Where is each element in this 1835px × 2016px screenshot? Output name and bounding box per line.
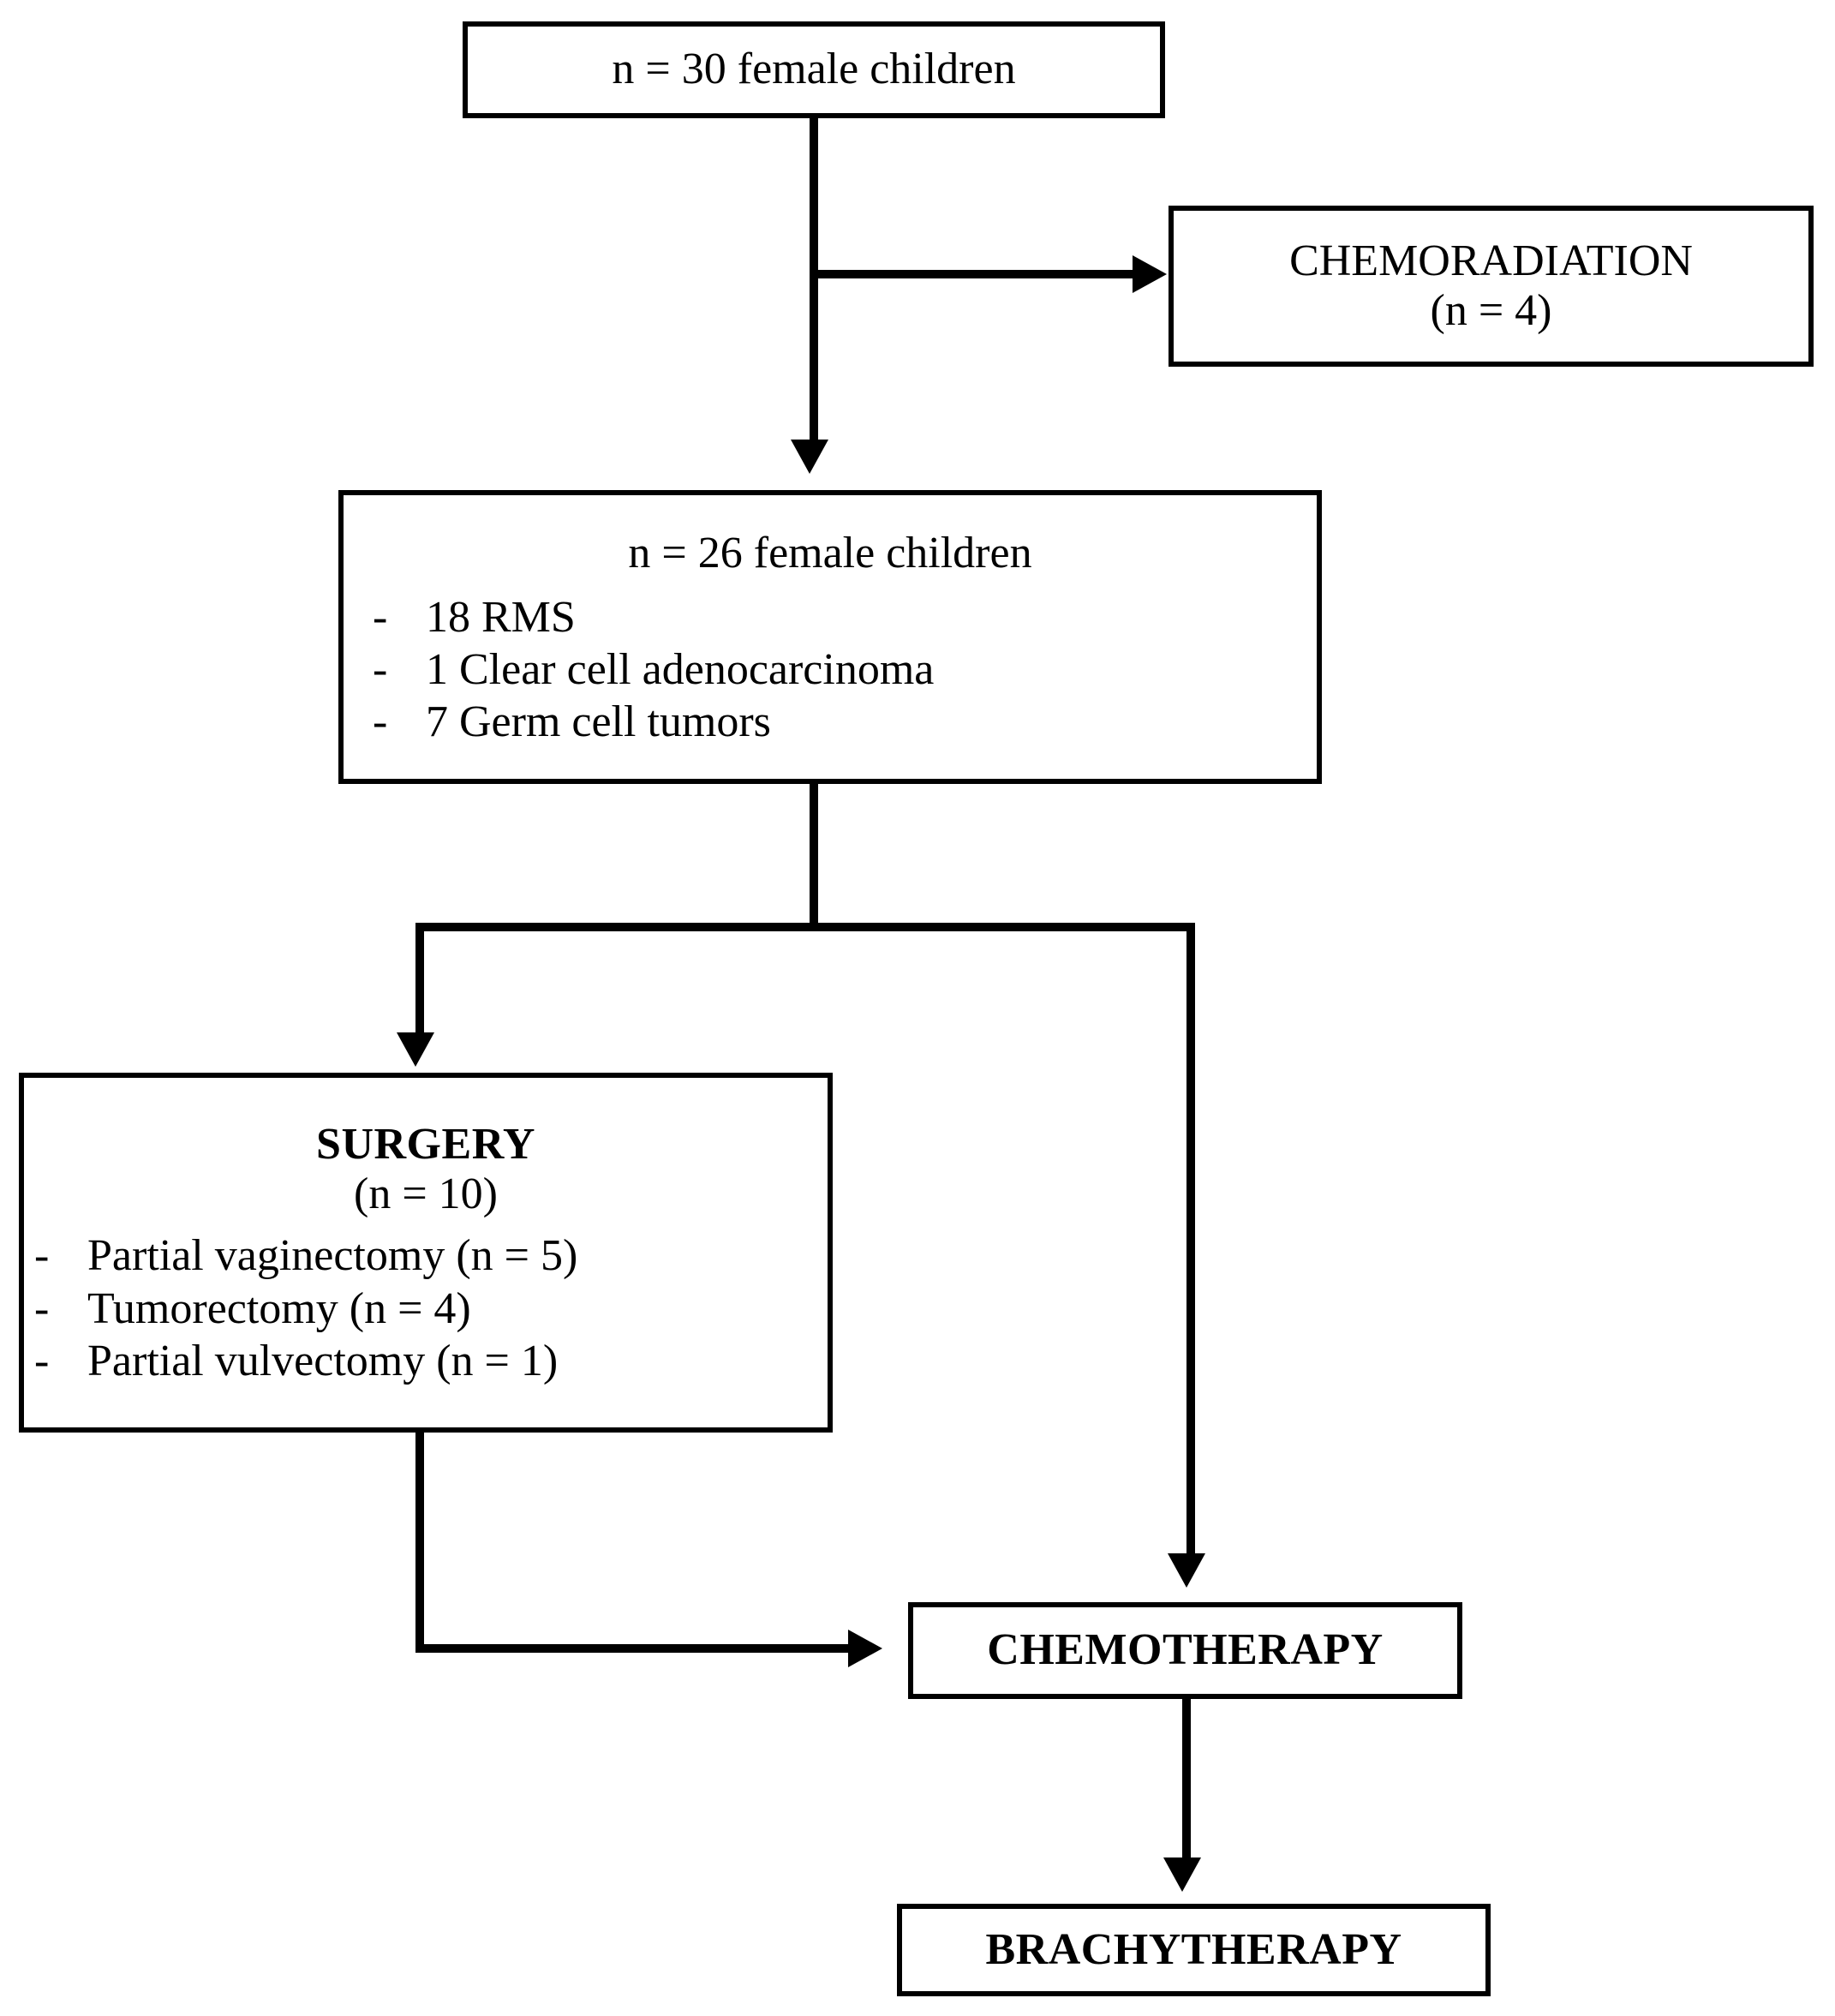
node-cohort-initial: n = 30 female children	[463, 21, 1165, 118]
node-surgery-count: (n = 10)	[354, 1169, 498, 1218]
node-chemoradiation-count: (n = 4)	[1430, 286, 1552, 335]
node-surgery-title: SURGERY	[316, 1119, 535, 1169]
list-item: - 7 Germ cell tumors	[373, 696, 1317, 748]
node-cohort-treated-list: - 18 RMS - 1 Clear cell adenocarcinoma -…	[344, 591, 1317, 749]
node-chemoradiation-title: CHEMORADIATION	[1289, 236, 1693, 285]
edge-cohort-treated-to-surgery-line	[415, 923, 424, 1036]
list-item-label: Partial vaginectomy (n = 5)	[87, 1231, 578, 1281]
list-item: - 1 Clear cell adenocarcinoma	[373, 643, 1317, 696]
edge-cohort-initial-to-chemoradiation-line	[814, 270, 1134, 278]
list-item-label: Partial vulvectomy (n = 1)	[87, 1336, 559, 1385]
bullet-marker-icon: -	[34, 1336, 50, 1385]
edge-cohort-treated-split-bar	[415, 923, 1195, 931]
edge-cohort-initial-to-cohort-treated-line	[810, 118, 818, 444]
list-item-label: 18 RMS	[426, 592, 576, 642]
node-surgery: SURGERY (n = 10) - Partial vaginectomy (…	[19, 1073, 833, 1433]
edge-chemotherapy-to-brachytherapy-arrowhead-icon	[1163, 1857, 1201, 1892]
node-chemoradiation: CHEMORADIATION (n = 4)	[1169, 206, 1814, 367]
list-item: - 18 RMS	[373, 591, 1317, 643]
node-chemotherapy: CHEMOTHERAPY	[908, 1602, 1462, 1699]
edge-cohort-treated-split-stem	[810, 784, 818, 928]
node-chemotherapy-title: CHEMOTHERAPY	[987, 1625, 1384, 1675]
node-cohort-initial-title: n = 30 female children	[612, 45, 1016, 94]
list-item: - Partial vaginectomy (n = 5)	[34, 1229, 828, 1282]
bullet-marker-icon: -	[373, 697, 388, 747]
list-item-label: Tumorectomy (n = 4)	[87, 1283, 471, 1333]
edge-surgery-to-chemotherapy-hline	[415, 1644, 852, 1653]
list-item-label: 7 Germ cell tumors	[426, 697, 771, 747]
edge-cohort-treated-to-chemotherapy-arrowhead-icon	[1168, 1553, 1205, 1588]
edge-cohort-initial-to-chemoradiation-arrowhead-icon	[1133, 255, 1167, 293]
bullet-marker-icon: -	[373, 644, 388, 694]
edge-chemotherapy-to-brachytherapy-line	[1182, 1699, 1191, 1862]
node-cohort-treated-title: n = 26 female children	[628, 529, 1032, 578]
node-brachytherapy: BRACHYTHERAPY	[897, 1904, 1491, 1996]
bullet-marker-icon: -	[34, 1231, 50, 1281]
bullet-marker-icon: -	[373, 592, 388, 642]
list-item: - Tumorectomy (n = 4)	[34, 1283, 828, 1335]
edge-cohort-treated-to-surgery-arrowhead-icon	[397, 1032, 434, 1067]
node-surgery-list: - Partial vaginectomy (n = 5) - Tumorect…	[24, 1229, 828, 1387]
bullet-marker-icon: -	[34, 1283, 50, 1333]
edge-surgery-to-chemotherapy-arrowhead-icon	[848, 1630, 882, 1667]
edge-surgery-to-chemotherapy-vline	[415, 1433, 424, 1648]
list-item: - Partial vulvectomy (n = 1)	[34, 1335, 828, 1387]
edge-cohort-initial-to-cohort-treated-arrowhead-icon	[791, 440, 828, 474]
node-cohort-treated: n = 26 female children - 18 RMS - 1 Clea…	[338, 490, 1322, 784]
node-brachytherapy-title: BRACHYTHERAPY	[985, 1924, 1402, 1974]
edge-cohort-treated-to-chemotherapy-line	[1186, 923, 1195, 1557]
list-item-label: 1 Clear cell adenocarcinoma	[426, 644, 935, 694]
